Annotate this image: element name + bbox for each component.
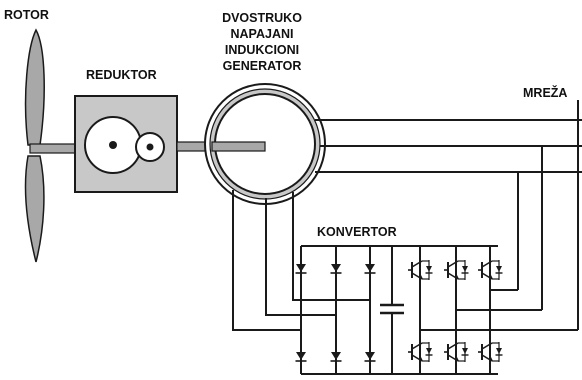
generator-label-line3: INDUKCIONI	[225, 43, 299, 57]
gearbox	[74, 95, 178, 193]
stator-grid-lines	[315, 119, 582, 173]
gearbox-label: REDUKTOR	[86, 68, 157, 82]
rotor-converter-wires	[232, 190, 370, 331]
dc-link-capacitor	[380, 303, 404, 315]
rotor-blade-upper	[24, 28, 45, 146]
grid-label: MREŽA	[523, 85, 567, 100]
generator-label-line2: NAPAJANI	[231, 27, 294, 41]
generator-label-line4: GENERATOR	[223, 59, 302, 73]
converter-label: KONVERTOR	[317, 225, 397, 239]
generator-shaft-inner	[211, 141, 266, 152]
main-shaft	[29, 143, 77, 154]
gear-large-axle	[109, 141, 117, 149]
rotor-blade-lower	[24, 155, 45, 263]
grid-bus-verticals	[517, 100, 579, 330]
generator-label-line1: DVOSTRUKO	[222, 11, 302, 25]
generator	[204, 83, 326, 205]
converter	[294, 245, 578, 375]
gear-small-axle	[146, 143, 154, 151]
rotor-label: ROTOR	[4, 8, 49, 22]
